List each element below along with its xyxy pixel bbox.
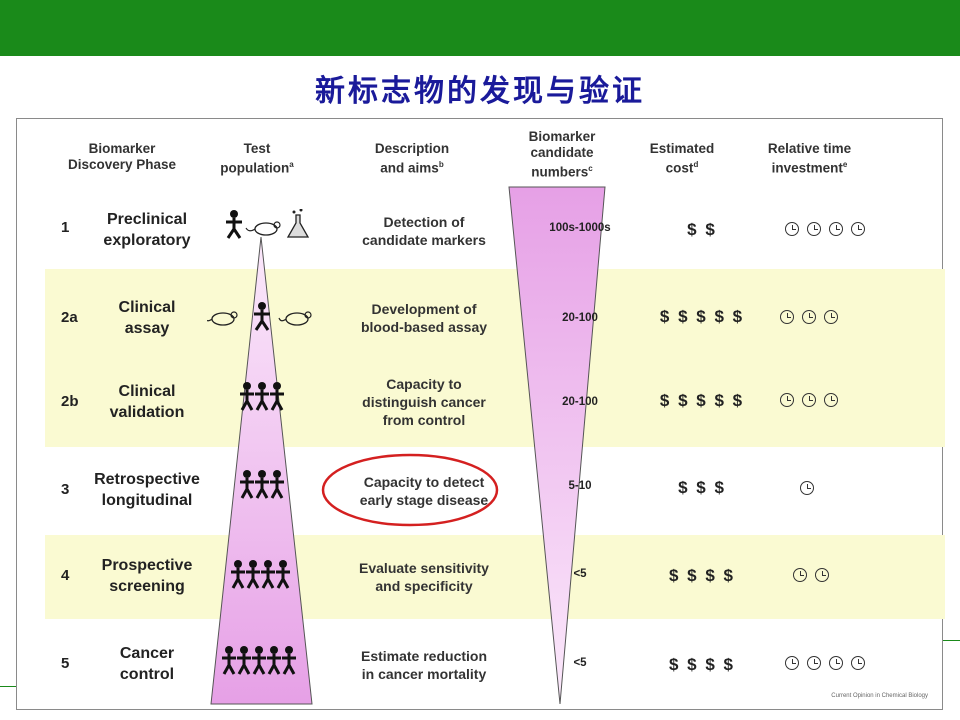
clock-icon <box>802 393 816 407</box>
four-people-icon <box>230 558 294 596</box>
candidate-count: 20-100 <box>562 312 598 324</box>
top-banner <box>0 0 960 56</box>
highlight-ellipse <box>321 453 499 527</box>
clock-icon <box>785 656 799 670</box>
clock-group <box>765 656 885 675</box>
clock-group <box>759 393 859 412</box>
three-people-icon <box>239 468 287 506</box>
clock-icon <box>824 310 838 324</box>
clock-icon <box>851 656 865 670</box>
row-id: 4 <box>61 567 70 584</box>
clock-icon <box>829 656 843 670</box>
row-band-2b <box>45 365 945 447</box>
figure-credit: Current Opinion in Chemical Biology <box>831 693 928 699</box>
clock-group <box>771 568 851 587</box>
clock-group <box>765 222 885 241</box>
candidate-count: <5 <box>573 657 587 669</box>
clock-icon <box>780 393 794 407</box>
three-people-icon <box>239 380 287 418</box>
clock-icon <box>800 481 814 495</box>
row-id: 2a <box>61 309 78 326</box>
clock-group <box>777 481 837 500</box>
candidate-count: <5 <box>573 568 587 580</box>
row-id: 3 <box>61 481 70 498</box>
cost-value: $ $ $ $ $ <box>659 391 745 410</box>
clock-icon <box>802 310 816 324</box>
row-id: 2b <box>61 393 79 410</box>
cost-value: $ $ $ <box>678 478 726 497</box>
clock-icon <box>785 222 799 236</box>
divider-left <box>0 686 16 687</box>
row-id: 1 <box>61 219 70 236</box>
clock-icon <box>793 568 807 582</box>
clock-icon <box>780 310 794 324</box>
clock-icon <box>807 656 821 670</box>
row-id: 5 <box>61 655 70 672</box>
clock-icon <box>815 568 829 582</box>
clock-icon <box>851 222 865 236</box>
person-mouse-flask-icon <box>222 208 312 246</box>
clock-icon <box>807 222 821 236</box>
clock-icon <box>829 222 843 236</box>
cost-value: $ $ $ $ $ <box>659 307 745 326</box>
cost-value: $ $ $ $ <box>669 566 735 585</box>
row-band-2a <box>45 269 945 365</box>
candidate-count: 20-100 <box>562 396 598 408</box>
slide-title: 新标志物的发现与验证 <box>315 74 645 109</box>
candidates-triangle <box>508 186 606 705</box>
five-people-icon <box>221 644 301 682</box>
cost-value: $ $ $ $ <box>669 655 735 674</box>
candidate-count: 5-10 <box>568 480 592 492</box>
mouse-person-mouse-icon <box>204 301 317 338</box>
candidate-count: 100s-1000s <box>549 222 611 234</box>
clock-icon <box>824 393 838 407</box>
cost-value: $ $ <box>687 220 717 239</box>
clock-group <box>759 310 859 329</box>
divider-right <box>941 640 960 641</box>
